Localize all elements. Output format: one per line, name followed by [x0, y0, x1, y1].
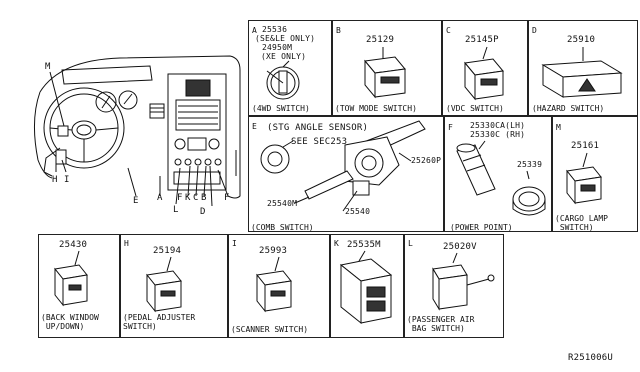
panel-caption: (HAZARD SWITCH) [532, 104, 605, 113]
panel-caption: (4WD SWITCH) [252, 104, 310, 113]
panel-b-tow-mode-switch: B 25129 (TOW MODE SWITCH) [332, 20, 442, 116]
panel-letter: B [336, 26, 342, 35]
panel-m-cargo-lamp-switch: M 25161 (CARGO LAMP SWITCH) [552, 116, 638, 232]
vdc-switch-drawing [443, 21, 529, 117]
stg-angle-sensor-label: (STG ANGLE SENSOR) [267, 123, 369, 133]
part-number: 25260P [411, 156, 442, 165]
callout-B: B [201, 193, 207, 203]
panel-letter: K [334, 239, 340, 248]
panel-caption: (VDC SWITCH) [446, 104, 504, 113]
callout-F1: F [177, 193, 183, 203]
airbag-switch-drawing [405, 235, 505, 339]
hazard-switch-drawing [529, 21, 639, 117]
panel-caption: (PEDAL ADJUSTER SWITCH) [123, 313, 196, 331]
panel-c-vdc-switch: C 25145P (VDC SWITCH) [442, 20, 528, 116]
callout-K: K [185, 193, 191, 203]
part-number: 25535M [347, 240, 381, 250]
part-note: (XE ONLY) [261, 52, 307, 61]
callout-L: L [173, 205, 179, 215]
k-switch-drawing [331, 235, 405, 339]
tow-mode-switch-drawing [333, 21, 443, 117]
callout-A: A [157, 193, 163, 203]
panel-d-hazard-switch: D 25910 (HAZARD SWITCH) [528, 20, 638, 116]
panel-letter: M [556, 123, 562, 132]
panel-letter: C [446, 26, 452, 35]
part-number: 25430 [59, 240, 88, 250]
panel-caption: (CARGO LAMP SWITCH) [555, 214, 608, 232]
panel-caption: (POWER POINT) [450, 223, 513, 232]
panel-h-pedal-adjuster-switch: H 25194 (PEDAL ADJUSTER SWITCH) [120, 234, 228, 338]
part-note: (SE&LE ONLY) [255, 34, 316, 43]
diagram-reference-code: R251006U [568, 353, 613, 363]
panel-caption: (COMB SWITCH) [251, 223, 314, 232]
panel-caption: (TOW MODE SWITCH) [335, 104, 417, 113]
part-number: 25536 [262, 25, 288, 34]
see-section-note: SEE SEC253 [291, 137, 348, 147]
part-number: 25145P [465, 35, 499, 45]
panel-l-passenger-airbag-switch: L 25020V (PASSENGER AIR BAG SWITCH) [404, 234, 504, 338]
panel-f-power-point: F 25330CA(LH) 25330C (RH) 25339 (POWER P… [444, 116, 552, 232]
panel-letter: D [532, 26, 538, 35]
cargo-lamp-switch-drawing [553, 117, 639, 233]
part-number: 25330C (RH) [470, 130, 526, 139]
panel-letter: H [124, 239, 130, 248]
part-number: 25194 [153, 246, 182, 256]
panel-caption: (BACK WINDOW UP/DOWN) [41, 313, 99, 331]
back-window-switch-drawing [39, 235, 121, 339]
power-point-drawing [445, 117, 553, 233]
panel-i-scanner-switch: I 25993 (SCANNER SWITCH) [228, 234, 330, 338]
panel-letter: L [408, 239, 414, 248]
part-number: 25540M [267, 199, 298, 208]
panel-letter: A [252, 26, 258, 35]
panel-k-switch: K 25535M [330, 234, 404, 338]
callout-M: M [45, 62, 51, 72]
4wd-switch-drawing [249, 21, 333, 117]
panel-a-4wd-switch: A 25536 (SE&LE ONLY) 24950M (XE ONLY) (4… [248, 20, 332, 116]
panel-letter: I [232, 239, 238, 248]
part-number: 25129 [366, 35, 395, 45]
part-number: 25339 [517, 160, 543, 169]
panel-e-comb-switch: E (STG ANGLE SENSOR) SEE SEC253 25260P 2… [248, 116, 444, 232]
pedal-adjuster-switch-drawing [121, 235, 229, 339]
callout-H: H [52, 175, 58, 185]
panel-letter: F [448, 123, 454, 132]
panel-caption: (PASSENGER AIR BAG SWITCH) [407, 315, 475, 333]
callout-C: C [193, 193, 199, 203]
part-number: 25540 [345, 207, 371, 216]
callout-I: I [64, 175, 70, 185]
panel-caption: (SCANNER SWITCH) [231, 325, 309, 334]
callout-D: D [200, 207, 206, 217]
callout-F2: F [224, 193, 230, 203]
part-number: 25020V [443, 242, 477, 252]
comb-switch-drawing [249, 117, 445, 233]
dashboard-drawing [0, 0, 246, 232]
panel-g-back-window-switch: 25430 (BACK WINDOW UP/DOWN) [38, 234, 120, 338]
part-number: 25910 [567, 35, 596, 45]
dashboard-overview: M H I E A L F K C B D F [0, 0, 246, 232]
callout-E: E [133, 196, 139, 206]
part-number: 24950M [262, 43, 293, 52]
part-number: 25161 [571, 141, 600, 151]
part-number: 25330CA(LH) [470, 121, 526, 130]
part-number: 25993 [259, 246, 288, 256]
panel-letter: E [252, 122, 258, 131]
scanner-switch-drawing [229, 235, 331, 339]
